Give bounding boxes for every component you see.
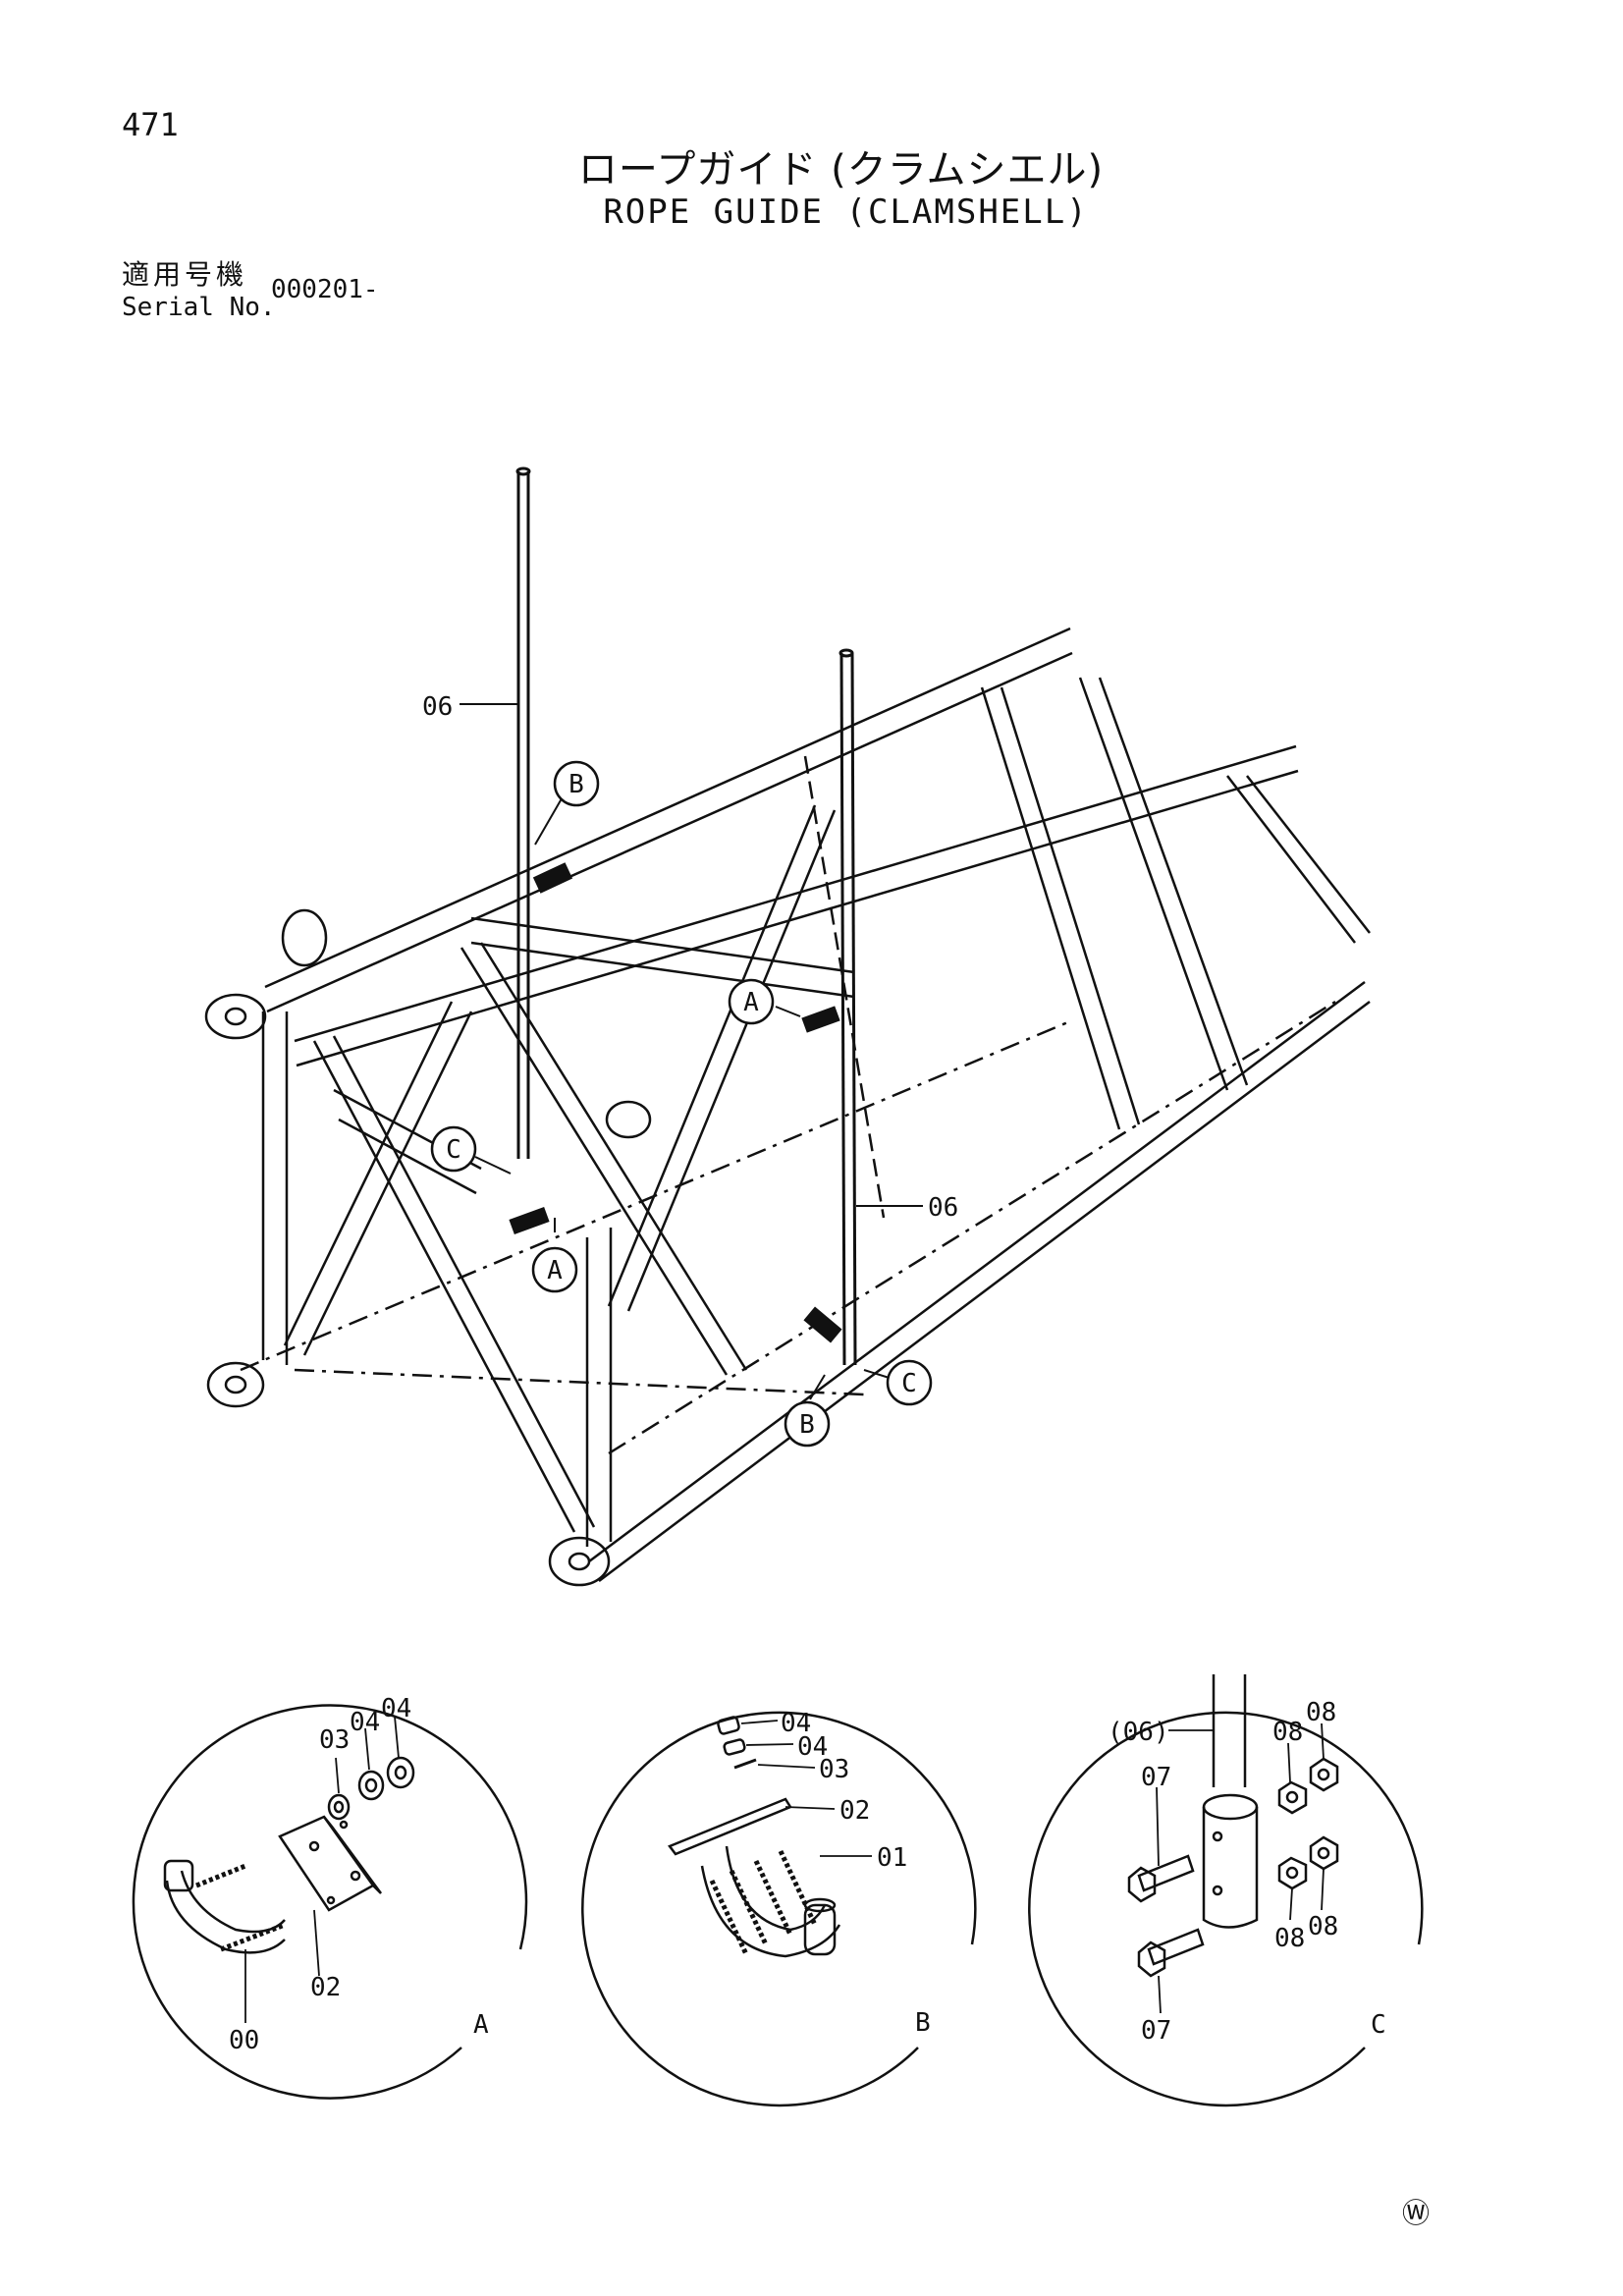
callout-c-left-letter: C [446, 1135, 461, 1165]
detail-c: (06) 07 07 08 08 08 08 C [1028, 1674, 1424, 2107]
detail-b-circle [581, 1711, 977, 2107]
detail-a-circle [132, 1704, 528, 2100]
callout-c-left: C [430, 1125, 477, 1173]
detail-a-part-03: 03 [319, 1725, 350, 1755]
detail-b-part-04-b: 04 [797, 1732, 828, 1762]
detail-b-leaders [740, 1720, 872, 1857]
main-part-label-06-top: 06 [422, 692, 453, 722]
detail-a-part-04-b: 04 [381, 1694, 411, 1723]
callout-b-top: B [553, 760, 600, 807]
detail-b-part-04-a: 04 [781, 1709, 811, 1738]
main-part-label-06-right: 06 [928, 1193, 958, 1223]
serial-label-english: Serial No. [122, 293, 276, 322]
detail-a-part-00: 00 [229, 2026, 259, 2055]
title-english: ROPE GUIDE (CLAMSHELL) [603, 192, 1089, 232]
detail-a-parts [163, 1756, 415, 1954]
detail-b-parts [668, 1716, 841, 1958]
detail-c-circle [1028, 1711, 1424, 2107]
detail-a: 00 02 03 04 04 A [132, 1694, 528, 2100]
callout-c-right: C [886, 1359, 933, 1406]
detail-a-letter: A [473, 2010, 489, 2040]
callout-b-top-letter: B [568, 770, 584, 799]
callout-a-bottom: A [531, 1246, 578, 1293]
detail-c-part-08-c: 08 [1274, 1924, 1305, 1953]
detail-c-part-08-d: 08 [1308, 1912, 1338, 1941]
detail-c-letter: C [1371, 2010, 1386, 2040]
detail-c-leaders [1156, 1722, 1325, 2014]
callout-a-right-letter: A [743, 988, 759, 1017]
main-leader-lines [460, 703, 923, 1400]
rope-guide-pipe-left [515, 466, 531, 1159]
detail-c-part-07-bottom: 07 [1141, 2016, 1171, 2046]
callout-b-bottom: B [784, 1400, 831, 1448]
detail-b-letter: B [915, 2008, 931, 2038]
detail-b-part-01: 01 [877, 1843, 907, 1873]
detail-a-part-04-a: 04 [350, 1708, 380, 1737]
detail-b: 04 04 03 02 01 B [581, 1709, 977, 2107]
title-japanese: ロープガイド (クラムシエル) [577, 147, 1105, 192]
serial-number-value: 000201- [271, 275, 379, 304]
detail-a-part-02: 02 [310, 1973, 341, 2002]
serial-label-japanese: 適用号機 [122, 258, 248, 291]
clamp-blobs [509, 862, 842, 1343]
callout-b-bottom-letter: B [799, 1410, 815, 1440]
detail-c-part-08-b: 08 [1306, 1698, 1336, 1727]
detail-c-part-07-top: 07 [1141, 1763, 1171, 1792]
detail-c-part-08-a: 08 [1272, 1718, 1303, 1747]
corner-w-mark: Ⓦ [1402, 2197, 1431, 2229]
boom-lattice-drawing [204, 627, 1371, 1587]
page-number: 471 [122, 106, 179, 143]
callout-c-right-letter: C [901, 1369, 917, 1398]
callout-a-right: A [728, 978, 775, 1025]
detail-b-part-03: 03 [819, 1755, 849, 1784]
detail-c-part-06-ref: (06) [1108, 1718, 1169, 1747]
detail-b-part-02: 02 [839, 1796, 870, 1826]
callout-a-bottom-letter: A [547, 1256, 563, 1285]
detail-a-leaders [244, 1716, 400, 2023]
rope-guide-pipe-right [839, 648, 857, 1366]
